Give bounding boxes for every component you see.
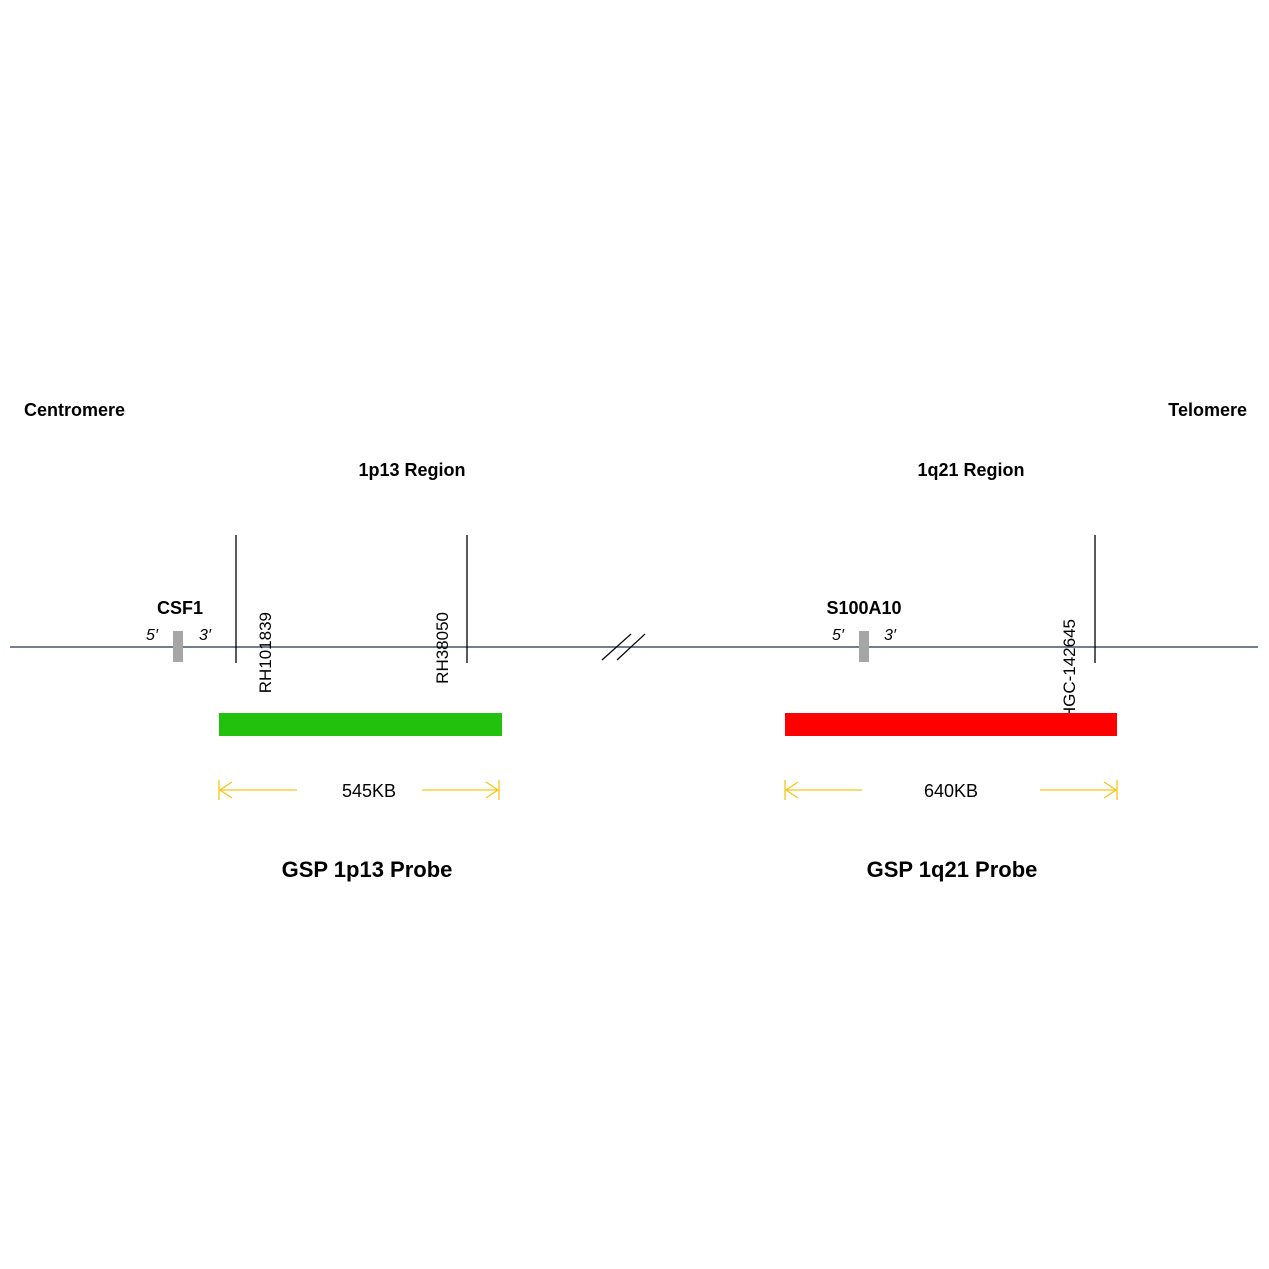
gene-box-csf1 [173,631,183,662]
probe-size-1q21: 640KB [924,781,978,801]
region-1p13-label: 1p13 Region [358,460,465,480]
telomere-label: Telomere [1168,400,1247,420]
five-prime-label: 5′ [832,627,845,644]
gene-box-s100a10 [859,631,869,662]
break-mark [601,633,646,661]
size-arrow-1p13 [218,780,500,800]
region-1q21-label: 1q21 Region [917,460,1024,480]
three-prime-label: 3′ [199,627,212,644]
marker-label-shgc-142645: SHGC-142645 [1060,619,1079,731]
probe-title-1q21: GSP 1q21 Probe [867,857,1038,882]
marker-label-rh101839: RH101839 [256,612,275,693]
probe-bar-1q21 [785,713,1117,736]
gene-label-csf1: CSF1 [157,598,203,618]
gene-label-s100a10: S100A10 [826,598,901,618]
marker-label-rh38050: RH38050 [433,612,452,684]
probe-bar-1p13 [219,713,502,736]
size-arrow-1q21 [784,780,1118,800]
three-prime-label: 3′ [884,627,897,644]
probe-size-1p13: 545KB [342,781,396,801]
probe-title-1p13: GSP 1p13 Probe [282,857,453,882]
centromere-label: Centromere [24,400,125,420]
five-prime-label: 5′ [146,627,159,644]
